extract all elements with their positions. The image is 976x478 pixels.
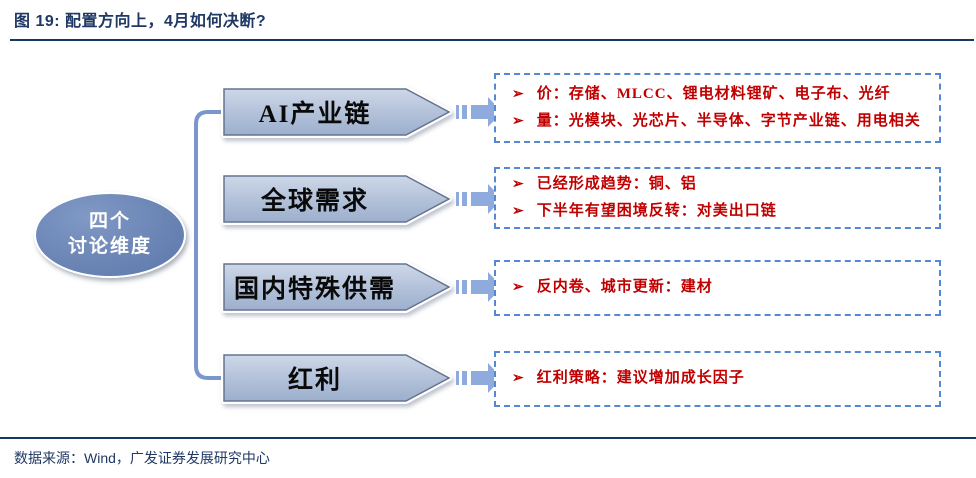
chevron-global-demand: 全球需求 [221, 173, 453, 225]
chevron-shape [221, 86, 452, 138]
chevron-domestic-supply-demand: 国内特殊供需 [221, 261, 453, 313]
bullet-text: 下半年有望困境反转：对美出口链 [536, 202, 777, 219]
bullet-text: 量：光模块、光芯片、半导体、字节产业链、用电相关 [536, 112, 921, 129]
detail-box-global-demand: ➢ 已经形成趋势：铜、铝 ➢ 下半年有望困境反转：对美出口链 [494, 167, 941, 229]
bullet-item: ➢ 价：存储、MLCC、锂电材料锂矿、电子布、光纤 [512, 84, 929, 106]
bullet-arrow-icon: ➢ [512, 113, 525, 129]
chevron-label: 全球需求 [260, 188, 369, 215]
bullet-arrow-icon: ➢ [512, 86, 525, 102]
chevron-dividend: 红利 [221, 352, 453, 404]
chevron-label: 国内特殊供需 [233, 276, 396, 303]
chevron-ai-chain: AI产业链 [221, 86, 453, 138]
chevron-label: 红利 [287, 367, 342, 394]
dimensions-oval: 四个 讨论维度 [34, 192, 186, 278]
detail-box-domestic: ➢ 反内卷、城市更新：建材 [494, 260, 941, 316]
bullet-item: ➢ 反内卷、城市更新：建材 [512, 277, 929, 299]
bullet-item: ➢ 已经形成趋势：铜、铝 [512, 174, 929, 196]
bullet-item: ➢ 下半年有望困境反转：对美出口链 [512, 201, 929, 223]
chevron-shape [221, 173, 452, 225]
chevron-shape [221, 352, 452, 404]
chevron-label: AI产业链 [258, 101, 372, 128]
bullet-item: ➢ 量：光模块、光芯片、半导体、字节产业链、用电相关 [512, 111, 929, 133]
source-note: 数据来源：Wind，广发证券发展研究中心 [14, 450, 270, 466]
oval-label-line2: 讨论维度 [67, 236, 152, 257]
footer-divider [0, 437, 976, 439]
bullet-arrow-icon: ➢ [512, 203, 525, 219]
bullet-text: 红利策略：建议增加成长因子 [536, 370, 745, 387]
bullet-text: 已经形成趋势：铜、铝 [536, 175, 697, 192]
bullet-arrow-icon: ➢ [512, 176, 525, 192]
bullet-item: ➢ 红利策略：建议增加成长因子 [512, 368, 929, 390]
figure-title: 图 19: 配置方向上，4月如何决断? [14, 13, 267, 30]
bullet-arrow-icon: ➢ [512, 280, 525, 296]
detail-box-ai-chain: ➢ 价：存储、MLCC、锂电材料锂矿、电子布、光纤 ➢ 量：光模块、光芯片、半导… [494, 73, 941, 143]
chevron-shape [221, 261, 452, 313]
bullet-text: 价：存储、MLCC、锂电材料锂矿、电子布、光纤 [536, 85, 891, 102]
oval-label-line1: 四个 [88, 211, 131, 233]
bullet-arrow-icon: ➢ [512, 371, 525, 387]
bullet-text: 反内卷、城市更新：建材 [536, 279, 713, 296]
title-divider [10, 39, 974, 41]
detail-box-dividend: ➢ 红利策略：建议增加成长因子 [494, 351, 941, 407]
